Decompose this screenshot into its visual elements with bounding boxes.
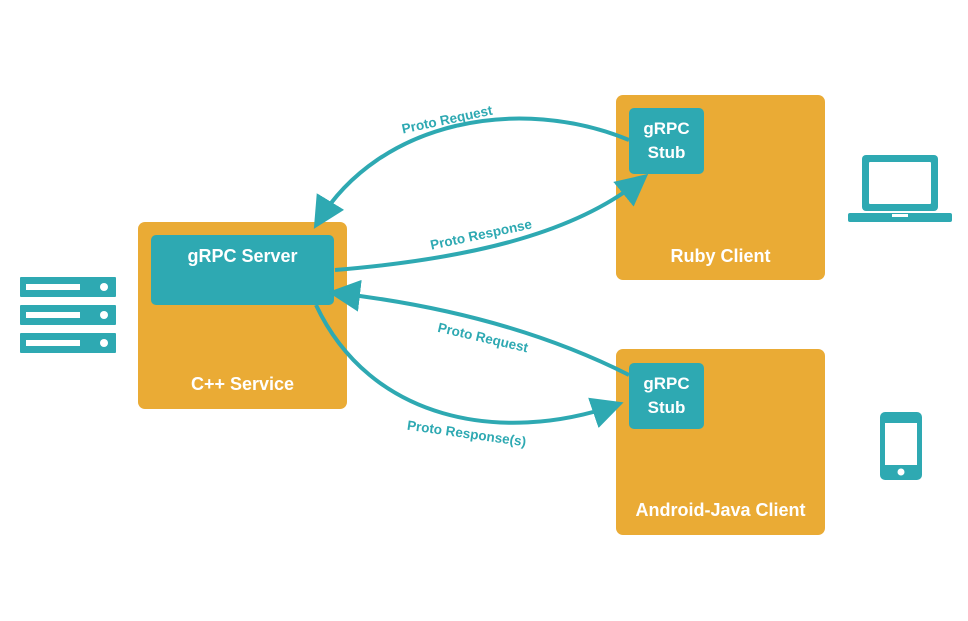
- laptop-icon: [848, 155, 952, 222]
- server-rack-icon: [20, 277, 116, 353]
- android-stub-label-line2: Stub: [647, 398, 686, 417]
- ruby-request-label: Proto Request: [400, 103, 494, 137]
- ruby-client-label: Ruby Client: [670, 246, 771, 266]
- ruby-client-box: gRPC Stub Ruby Client: [616, 95, 825, 280]
- ruby-stub-label-line2: Stub: [647, 143, 686, 162]
- android-request-arrow: [328, 279, 630, 377]
- android-client-label: Android-Java Client: [635, 500, 806, 520]
- ruby-grpc-stub-box: gRPC Stub: [629, 108, 704, 174]
- android-grpc-stub-box: gRPC Stub: [629, 363, 704, 429]
- cpp-service-box: gRPC Server C++ Service: [138, 222, 347, 409]
- android-client-box: gRPC Stub Android-Java Client: [616, 349, 825, 535]
- android-request-label: Proto Request: [436, 320, 530, 355]
- ruby-request-arrow: [313, 116, 630, 229]
- cpp-service-label: C++ Service: [190, 374, 295, 394]
- ruby-response-arrow: [334, 173, 649, 272]
- ruby-stub-label-line1: gRPC: [643, 119, 690, 138]
- grpc-server-label: gRPC Server: [187, 246, 298, 266]
- grpc-server-box: gRPC Server: [151, 235, 334, 305]
- android-stub-label-line1: gRPC: [643, 374, 690, 393]
- android-response-arrow: [314, 304, 624, 428]
- smartphone-icon: [880, 412, 922, 480]
